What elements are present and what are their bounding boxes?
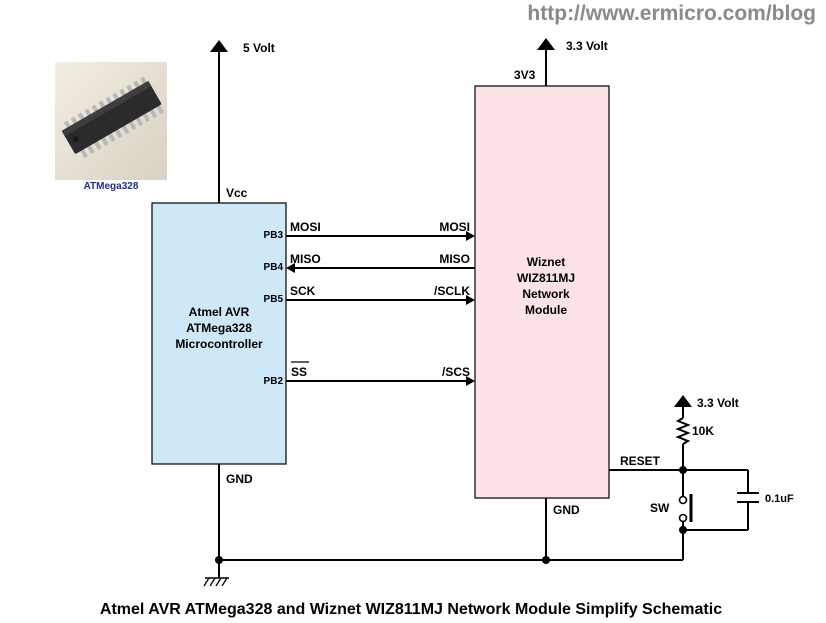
ground-symbol [203, 577, 229, 587]
wiz-title-line1: Wiznet [527, 255, 566, 269]
mcu-title-line3: Microcontroller [175, 337, 263, 351]
wiz-title-line2: WIZ811MJ [517, 271, 575, 285]
mcu-vcc-label: Vcc [226, 186, 248, 200]
reset-supply-arrow [674, 395, 692, 407]
mcu-pin-pb2: PB2 [264, 376, 284, 387]
mcu-signal-sck: SCK [290, 284, 316, 298]
switch-contact-bottom [678, 513, 688, 523]
mcu-supply-arrow [210, 40, 228, 52]
wiz-signal-scs: /SCS [442, 365, 470, 379]
wiz-gnd-label: GND [553, 503, 580, 517]
miso-arrow [286, 263, 295, 273]
header-url: http://www.ermicro.com/blog [527, 2, 816, 25]
wiz-signal-mosi: MOSI [439, 220, 470, 234]
wiz-signal-miso: MISO [439, 252, 470, 266]
resistor-10k [675, 417, 691, 445]
mcu-title-line2: ATMega328 [186, 321, 252, 335]
chip-photo [55, 62, 167, 180]
ground-junction-mid [542, 556, 550, 564]
switch-contact-top [678, 495, 688, 505]
cap-label: 0.1uF [765, 493, 794, 505]
wiz-title-line3: Network [522, 287, 570, 301]
ground-junction-left [215, 556, 223, 564]
ss-arrow [466, 376, 475, 386]
mcu-block [151, 202, 287, 465]
reset-label: RESET [620, 454, 661, 468]
wiz-title-line4: Module [525, 303, 567, 317]
wiz-supply-label: 3.3 Volt [566, 39, 608, 53]
mcu-title-line1: Atmel AVR [189, 305, 250, 319]
mcu-gnd-label: GND [226, 472, 253, 486]
mcu-pin-pb3: PB3 [264, 230, 284, 241]
wiz-supply-arrow [537, 38, 555, 50]
mosi-arrow [466, 231, 475, 241]
switch-label: SW [650, 501, 670, 515]
wiz-3v3-label: 3V3 [514, 68, 536, 82]
mcu-pin-pb5: PB5 [264, 294, 284, 305]
wiznet-block [474, 85, 610, 499]
mcu-supply-label: 5 Volt [243, 41, 275, 55]
sck-arrow [466, 295, 475, 305]
mcu-signal-ss: SS [291, 365, 307, 379]
mcu-signal-miso: MISO [290, 252, 321, 266]
resistor-label: 10K [692, 424, 714, 438]
reset-supply-label: 3.3 Volt [697, 396, 739, 410]
mcu-signal-mosi: MOSI [290, 220, 321, 234]
chip-photo-label: ATMega328 [84, 181, 139, 192]
mcu-pin-pb4: PB4 [264, 262, 284, 273]
wiz-signal-sclk: /SCLK [434, 284, 470, 298]
schematic-caption: Atmel AVR ATMega328 and Wiznet WIZ811MJ … [100, 601, 722, 618]
